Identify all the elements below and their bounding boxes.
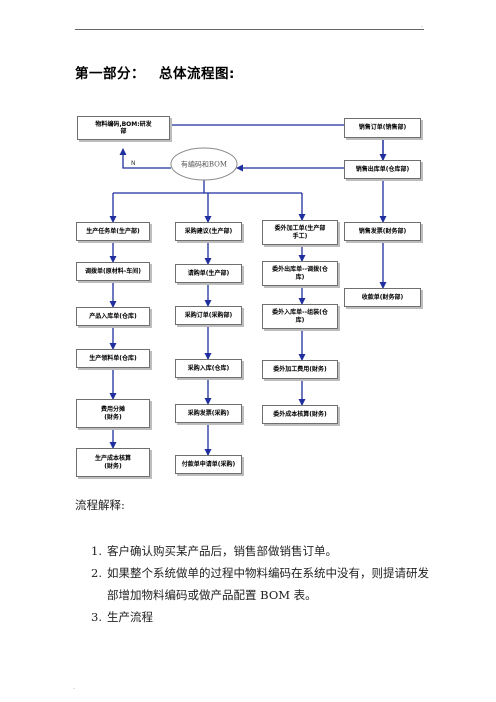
node-cost-allocation: 费用分摊 (财务)	[76, 399, 150, 428]
node-sales-outbound: 销售出库单(仓库部)	[344, 160, 421, 179]
node-sales-order: 销售订单(销售部)	[344, 118, 421, 138]
node-payment-request: 付款单申请单(采购)	[175, 455, 242, 474]
node-outsourcing-costing: 委外成本核算(财务)	[262, 405, 338, 424]
node-receipt-order: 收款单(财务部)	[344, 288, 421, 307]
node-product-inbound: 产品入库单(仓库)	[76, 307, 150, 326]
bom-check-decision	[170, 147, 238, 181]
node-purchase-inbound: 采购入库(仓库)	[175, 359, 242, 378]
node-production-picking: 生产领料单(仓库)	[76, 349, 150, 368]
explanation-heading: 流程解释:	[75, 498, 125, 512]
list-item: 3. 生产流程	[91, 610, 153, 624]
node-requisition: 请购单(生产部)	[175, 264, 242, 283]
page-heading: 第一部分： 总体流程图:	[75, 62, 235, 82]
node-transfer-order: 调拨单(原材料-车间)	[76, 262, 150, 281]
node-production-task: 生产任务单(生产部)	[76, 222, 150, 241]
node-purchase-invoice: 采购发票(采购)	[175, 404, 242, 423]
explanation-list: 1. 客户确认购买某产品后，销售部做销售订单。 2. 如果整个系统做单的过程中物…	[91, 540, 431, 628]
no-branch-label: N	[131, 160, 136, 167]
node-outsourcing-order: 委外加工单(生产部 手工)	[262, 220, 338, 245]
edge-check-no-to-coding	[119, 148, 171, 169]
node-material-coding: 物料编码,BOM:研发 部	[77, 116, 170, 140]
node-outsourcing-fee: 委外加工费用(财务)	[262, 360, 338, 379]
heading-part: 第一部分：	[75, 66, 145, 82]
node-outsourcing-outbound: 委外出库单--调拨(仓 库)	[262, 261, 338, 286]
node-purchase-advice: 采购建议(生产部)	[175, 222, 242, 241]
bom-check-label: 有编码和BOM	[181, 160, 227, 169]
header-rule	[75, 29, 424, 30]
node-production-costing: 生产成本核算 (财务)	[76, 448, 150, 477]
node-outsourcing-inbound: 委外入库单--组装(仓 库)	[262, 304, 338, 329]
list-item: 1. 客户确认购买某产品后，销售部做销售订单。	[91, 544, 337, 558]
heading-title: 总体流程图:	[159, 66, 235, 82]
node-sales-invoice: 销售发票(财务部)	[344, 222, 421, 241]
footer-mark: .	[73, 684, 75, 691]
node-purchase-order: 采购订单(采购部)	[175, 306, 242, 325]
header-corner-mark: .	[421, 22, 423, 29]
list-item: 2. 如果整个系统做单的过程中物料编码在系统中没有，则提请研发部增加物料编码或做…	[91, 566, 429, 602]
